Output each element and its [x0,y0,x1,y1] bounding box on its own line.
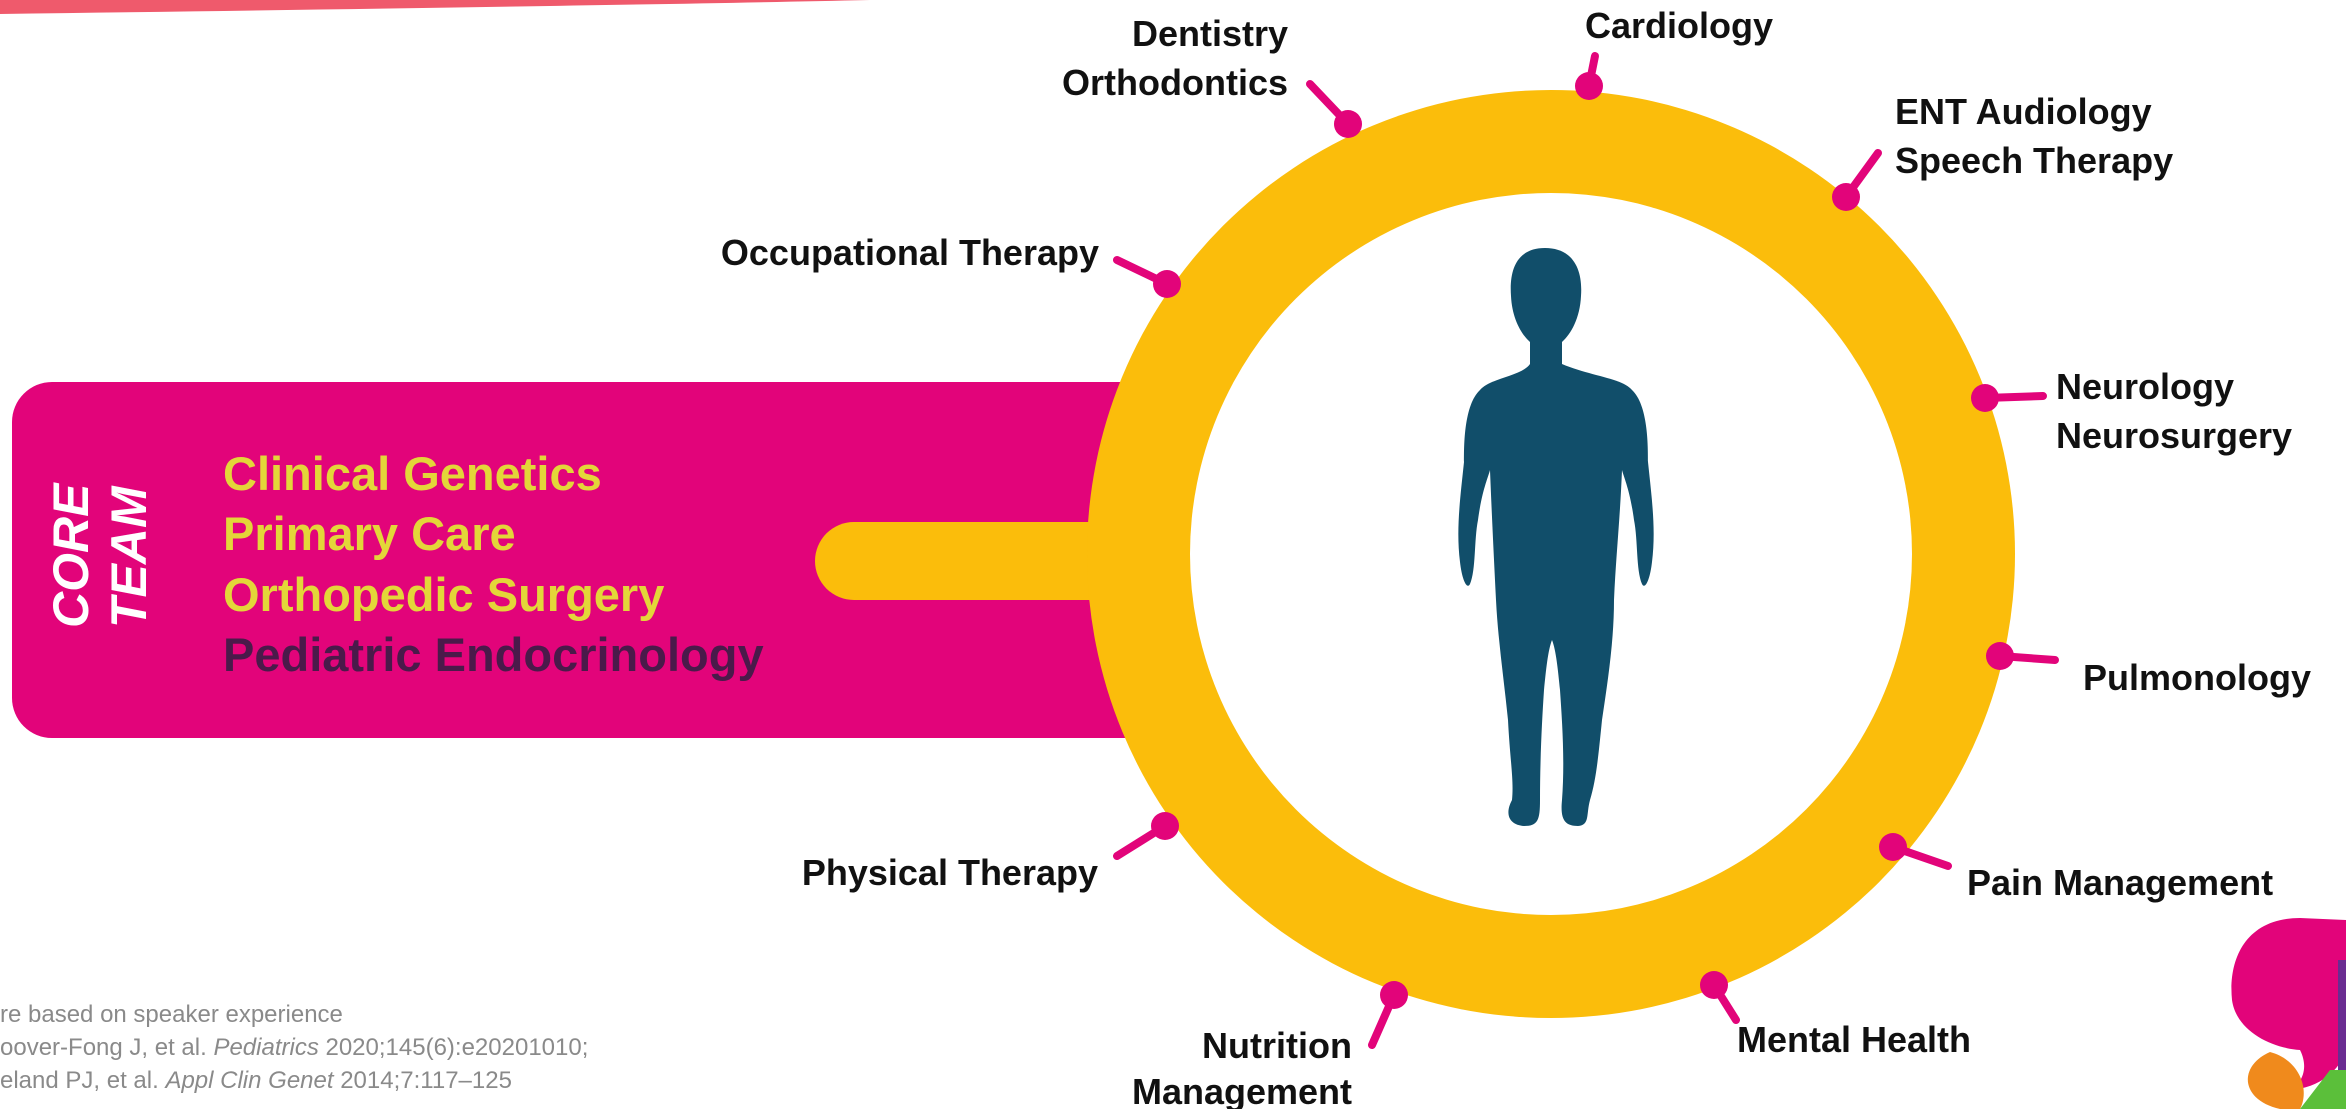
label-ent-audiology: ENT Audiology [1895,91,2152,132]
label-orthodontics: Orthodontics [1062,62,1288,103]
core-item: Orthopedic Surgery [223,568,664,621]
core-label-line1: CORE [43,482,99,628]
core-item: Pediatric Endocrinology [223,628,764,681]
footnote-line2-c: 2020;145(6):e20201010; [319,1034,589,1061]
core-item: Clinical Genetics [223,447,602,500]
footnote-line1: re based on speaker experience [0,1001,343,1028]
label-physical-therapy: Physical Therapy [802,852,1098,893]
core-team-list: Clinical Genetics Primary Care Orthopedi… [223,447,764,681]
label-neurosurgery: Neurosurgery [2056,415,2292,456]
logo-icon [2231,918,2346,1109]
label-cardiology: Cardiology [1585,5,1773,46]
footnote-line3-a: eland PJ, et al. [0,1067,165,1094]
footnote-line3-c: 2014;7:117–125 [334,1067,512,1094]
label-nutrition: Nutrition [1202,1025,1352,1066]
core-team-label: CORE TEAM [43,470,157,628]
footnote-line3-journal: Appl Clin Genet [163,1067,334,1094]
ring-connector-bar [815,522,1145,600]
specialty-pins [1113,52,2059,1049]
core-label-line2: TEAM [101,485,157,628]
label-mental-health: Mental Health [1737,1019,1971,1060]
label-pain-management: Pain Management [1967,862,2273,903]
core-team-panel [12,382,1172,738]
footnote-line2-a: oover-Fong J, et al. [0,1034,213,1061]
core-item: Primary Care [223,507,516,560]
footnote-line3: eland PJ, et al. Appl Clin Genet 2014;7:… [0,1067,512,1094]
human-figure-icon [1458,248,1654,826]
label-management: Management [1132,1071,1352,1109]
label-pulmonology: Pulmonology [2083,657,2311,698]
footnote-line2-journal: Pediatrics [213,1034,318,1061]
label-speech-therapy: Speech Therapy [1895,140,2173,181]
top-decorative-band [0,0,870,14]
footnote: re based on speaker experience oover-Fon… [0,1001,588,1094]
specialty-labels: Dentistry Orthodontics Cardiology ENT Au… [721,5,2311,1109]
label-occupational-therapy: Occupational Therapy [721,232,1099,273]
label-neurology: Neurology [2056,366,2234,407]
footnote-line2: oover-Fong J, et al. Pediatrics 2020;145… [0,1034,588,1061]
label-dentistry: Dentistry [1132,13,1288,54]
